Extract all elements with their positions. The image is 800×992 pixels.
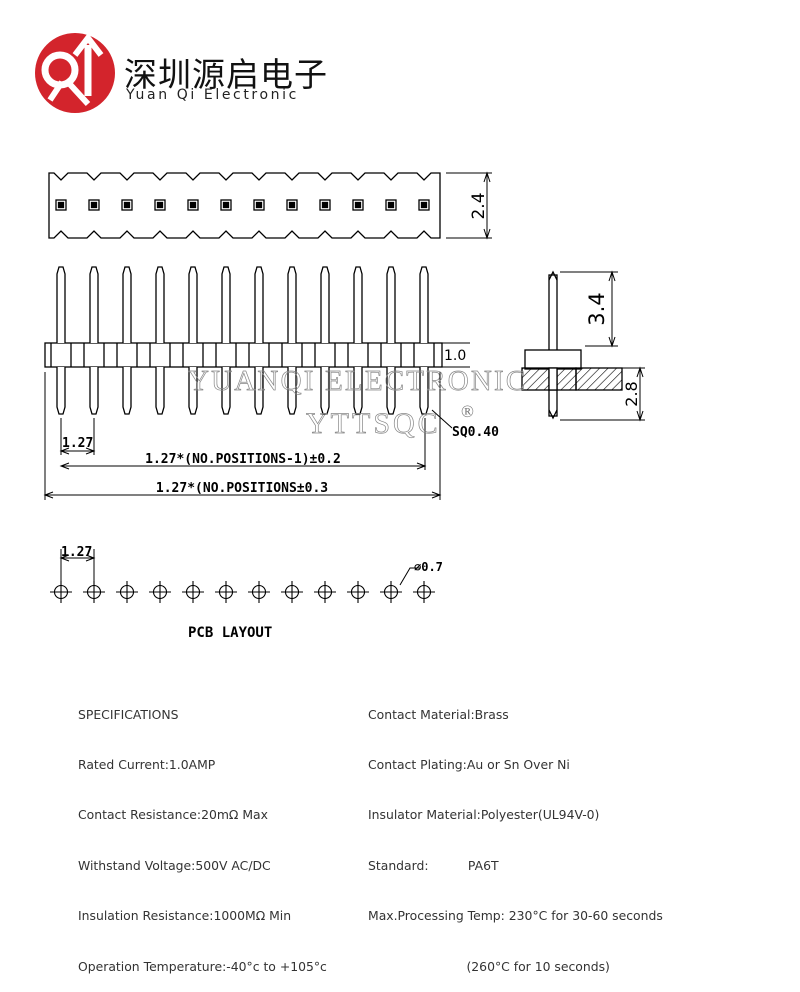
top-height-dimension [446,171,492,240]
front-pin-upper [386,266,396,343]
top-pin-center [387,201,395,209]
logo-arrow-head [72,33,104,57]
pitch-dimension [59,418,96,455]
top-pin-square [385,199,397,211]
front-pin-upper [188,266,198,343]
top-pin-center [123,201,131,209]
top-pin-center [255,201,263,209]
hole-diameter-label: ⌀0.7 [414,560,443,574]
front-pin-upper [419,266,429,343]
side-height-bottom-dimension [560,366,645,422]
insulator-thickness-dimension [442,342,470,368]
spec-insulator-material: Insulator Material:Polyester(UL94V-0) [368,807,600,823]
spec-rated-current: Rated Current:1.0AMP [78,756,216,772]
connector-drawing: 2.4 1.0 1.27 1.27*(NO.POSITIONS-1)±0.2 1… [35,33,645,641]
front-pin-lower [221,367,231,415]
top-pin-center [420,201,428,209]
top-pin-center [57,201,65,209]
spec-insulation-resistance: Insulation Resistance:1000MΩ Min [78,908,292,924]
spec-max-processing-temp-alt: (260°C for 10 seconds) [368,958,610,974]
top-pin-square [418,199,430,211]
top-pin-square [352,199,364,211]
spec-operation-temperature: Operation Temperature:-40°c to +105°c [78,958,327,974]
top-pin-square [121,199,133,211]
top-pin-square [319,199,331,211]
spec-contact-plating: Contact Plating:Au or Sn Over Ni [368,756,570,772]
specifications-left: SPECIFICATIONS Rated Current:1.0AMP Cont… [78,673,327,992]
front-pin-lower [353,367,363,415]
insulator-thickness-label: 1.0 [444,348,466,364]
hole-diameter-leader [399,567,420,586]
top-pin-square [55,199,67,211]
side-height-top-dimension [560,270,618,348]
top-pin-square [253,199,265,211]
front-pin-upper [287,266,297,343]
pin-square-label: SQ0.40 [452,425,499,440]
top-pin-center [288,201,296,209]
front-pin-upper [254,266,264,343]
pitch-label: 1.27 [62,436,93,451]
top-height-label: 2.4 [469,192,489,219]
company-logo [35,33,115,113]
spec-standard: Standard: PA6T [368,857,499,873]
top-pin-center [321,201,329,209]
specifications-right: Contact Material:Brass Contact Plating:A… [368,673,663,992]
front-pin-lower [320,367,330,415]
side-height-bottom-label: 2.8 [622,381,641,406]
front-pin-lower [89,367,99,415]
company-name-cn: 深圳源启电子 [124,55,328,94]
logo-q-tail [47,77,91,107]
front-pin-lower [254,367,264,415]
front-view [44,266,443,415]
front-pin-upper [155,266,165,343]
spec-max-processing-temp: Max.Processing Temp: 230°C for 30-60 sec… [368,908,663,924]
front-insulator-body [44,342,443,368]
top-pin-center [90,201,98,209]
company-name-en: Yuan Qi Electronic [126,87,299,103]
spec-contact-resistance: Contact Resistance:20mΩ Max [78,807,268,823]
top-pin-square [88,199,100,211]
span-minus-one-label: 1.27*(NO.POSITIONS-1)±0.2 [145,452,341,467]
front-pin-lower [122,367,132,415]
front-pin-lower [155,367,165,415]
front-pin-lower [419,367,429,415]
top-pin-square [220,199,232,211]
front-pin-upper [89,266,99,343]
pcb-layout-title: PCB LAYOUT [188,625,272,641]
span-minus-one-dimension [59,418,427,470]
top-insulator-outline [48,172,441,239]
span-total-dimension [43,372,442,500]
top-pin-square [286,199,298,211]
pcb-layout [50,581,435,603]
top-pin-center [156,201,164,209]
top-pin-square [187,199,199,211]
front-pin-upper [353,266,363,343]
watermark-line2: YTTSQC [306,407,441,440]
front-pin-upper [122,266,132,343]
side-height-top-label: 3.4 [585,292,609,325]
top-view [48,172,441,239]
front-pin-upper [221,266,231,343]
top-pin-center [189,201,197,209]
span-total-label: 1.27*(NO.POSITIONS±0.3 [156,481,328,496]
top-pin-square [154,199,166,211]
front-pin-upper [320,266,330,343]
pin-square-leader [431,409,453,429]
watermark-registered-mark: ® [461,402,474,421]
front-pin-lower [56,367,66,415]
spec-title: SPECIFICATIONS [78,706,179,722]
front-pin-upper [56,266,66,343]
spec-withstand-voltage: Withstand Voltage:500V AC/DC [78,857,271,873]
top-pin-center [354,201,362,209]
front-pin-lower [188,367,198,415]
front-pin-lower [386,367,396,415]
pcb-pitch-label: 1.27 [61,545,92,560]
spec-contact-material: Contact Material:Brass [368,706,509,722]
top-pin-center [222,201,230,209]
side-view [521,270,623,420]
front-pin-lower [287,367,297,415]
watermark-line1: YUANQI ELECTRONIC [188,365,527,397]
pcb-pitch-dimension [59,549,96,583]
